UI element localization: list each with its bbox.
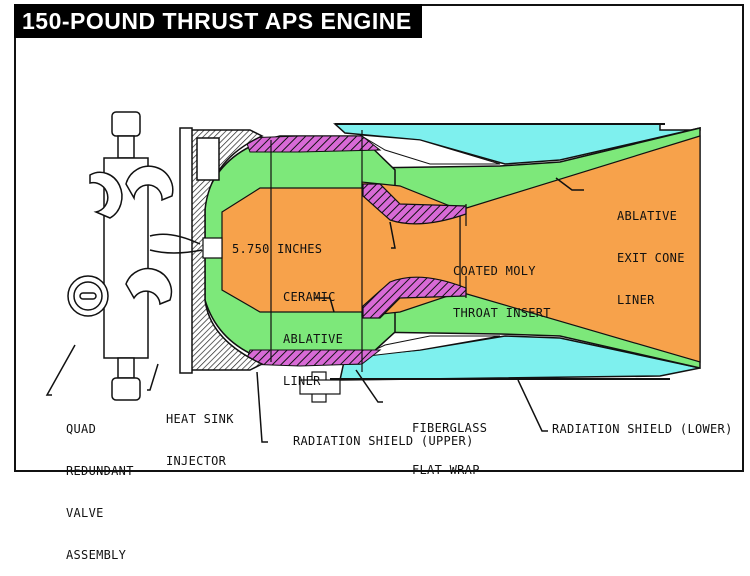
injector-label: HEAT SINK INJECTOR xyxy=(166,412,234,468)
diagram-title: 150-POUND THRUST APS ENGINE xyxy=(14,4,422,38)
ceramic-liner-label: CERAMIC ABLATIVE LINER xyxy=(283,290,344,388)
dimension-label: 5.750 INCHES xyxy=(232,242,323,256)
exit-cone-label: ABLATIVE EXIT CONE LINER xyxy=(617,209,685,307)
shield-lower-label: RADIATION SHIELD (LOWER) xyxy=(552,422,733,436)
throat-insert-bottom xyxy=(362,276,467,319)
moly-liner-top xyxy=(244,135,382,153)
valve-assembly xyxy=(67,111,203,401)
shield-upper-label: RADIATION SHIELD (UPPER) xyxy=(293,434,474,448)
moly-insert-label: COATED MOLY THROAT INSERT xyxy=(453,264,551,320)
valve-assembly-label: QUAD REDUNDANT VALVE ASSEMBLY xyxy=(66,422,134,562)
engine-cutaway xyxy=(45,111,701,443)
throat-insert-top xyxy=(362,183,467,225)
fiberglass-label: FIBERGLASS FLAT WRAP xyxy=(412,421,488,477)
